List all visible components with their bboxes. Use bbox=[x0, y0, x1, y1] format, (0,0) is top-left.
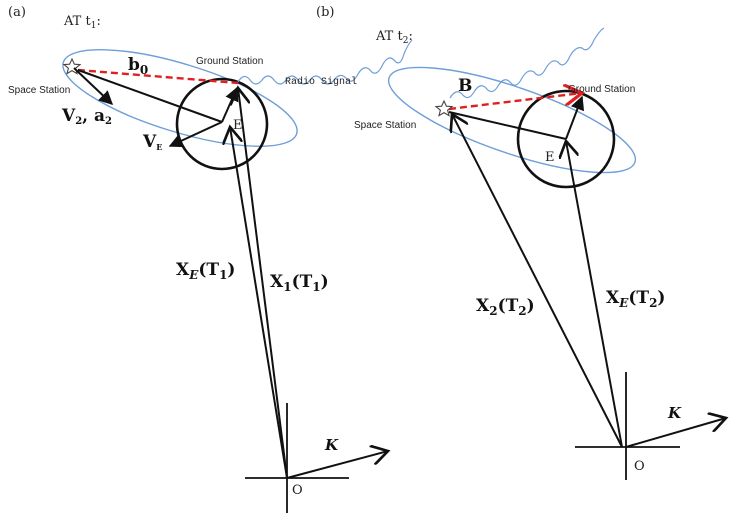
vector-x2-t2 bbox=[452, 114, 623, 448]
earth-label-b: E bbox=[545, 150, 555, 165]
panel-a: (a) AT t1: E Ground Station Radio Signal… bbox=[8, 5, 413, 513]
ground-station-label-a: Ground Station bbox=[196, 56, 263, 67]
vector-x1-t1 bbox=[238, 88, 288, 479]
baseline-B-line bbox=[448, 93, 582, 111]
axis-k-vector-a bbox=[286, 451, 388, 479]
axis-k-label-b: K bbox=[667, 404, 682, 422]
panel-b-tag: (b) bbox=[316, 5, 334, 20]
baseline-B-label: B bbox=[458, 76, 472, 96]
origin-label-a: O bbox=[292, 483, 303, 498]
orbit-ellipse-a bbox=[62, 49, 298, 147]
vector-x2-t2-label: X2(T2) bbox=[476, 296, 535, 318]
vector-x1-t1-label: X1(T1) bbox=[270, 272, 329, 294]
earth-velocity-vector bbox=[168, 121, 223, 148]
ground-station-label-b: Ground Station bbox=[568, 84, 635, 95]
panel-a-tag: (a) bbox=[8, 5, 26, 20]
space-station-icon-b bbox=[434, 99, 454, 117]
axis-k-vector-b bbox=[625, 418, 726, 448]
radio-signal-wave-a bbox=[237, 39, 413, 85]
space-station-label-b: Space Station bbox=[354, 120, 416, 131]
vector-xe-t1-label: XE(T1) bbox=[176, 260, 235, 282]
panel-b: (b) AT t2: E B Ground Station Space Stat… bbox=[316, 5, 726, 480]
earth-velocity-label: VE bbox=[142, 132, 162, 152]
baseline-b0-label: b0 bbox=[128, 55, 148, 77]
vector-xe-t2 bbox=[566, 141, 623, 448]
earth-to-gs-vector-a bbox=[221, 86, 239, 123]
panel-b-time-label: AT t2: bbox=[375, 29, 413, 46]
space-station-label-a: Space Station bbox=[8, 85, 70, 96]
sat-velocity-vector-a bbox=[73, 67, 114, 105]
radio-signal-wave-b bbox=[449, 27, 605, 99]
sat-velocity-label-a: V2, a2 bbox=[61, 106, 112, 127]
axis-k-label-a: K bbox=[324, 436, 339, 454]
orbit-ellipse-b bbox=[387, 66, 637, 174]
earth-to-sat-line-b bbox=[448, 111, 567, 140]
origin-label-b: O bbox=[634, 459, 645, 474]
vector-xe-t2-label: XE(T2) bbox=[606, 288, 665, 310]
earth-circle-a bbox=[175, 77, 269, 171]
radio-signal-label: Radio Signal bbox=[285, 76, 357, 88]
vector-xe-t1 bbox=[230, 127, 288, 479]
earth-to-sat-line-a bbox=[77, 69, 223, 123]
baseline-b0-line bbox=[77, 68, 239, 85]
earth-to-gs-vector-b bbox=[565, 95, 585, 140]
panel-a-time-label: AT t1: bbox=[63, 14, 101, 31]
